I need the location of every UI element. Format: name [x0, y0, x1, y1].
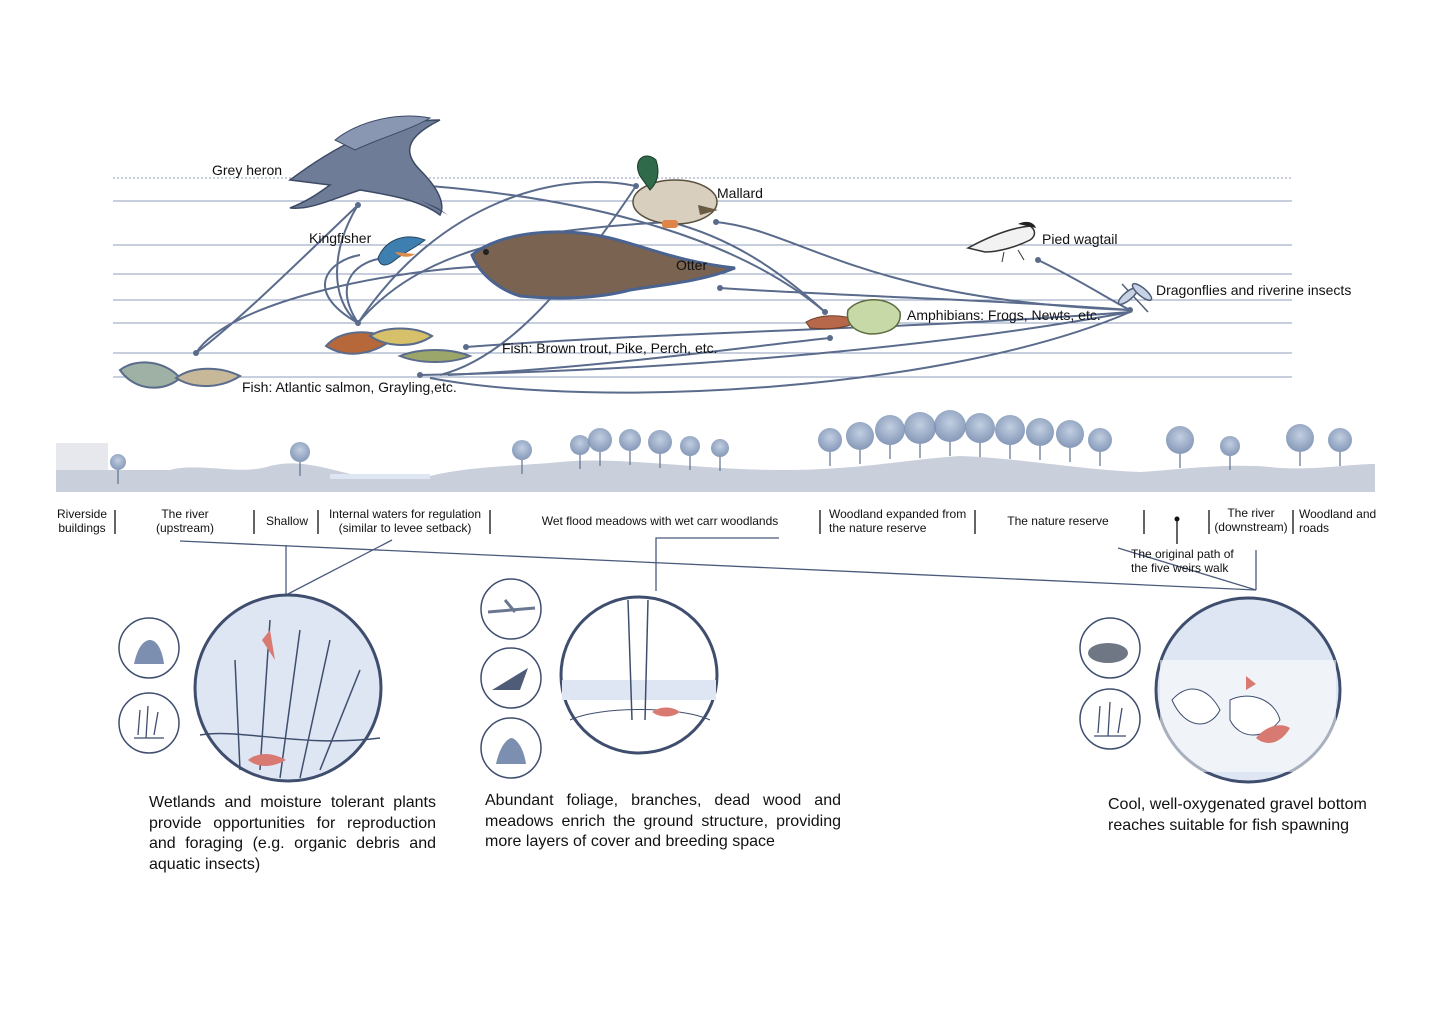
landscape-section — [56, 443, 1375, 492]
tree-crown — [619, 429, 641, 451]
label-pied-wagtail: Pied wagtail — [1042, 231, 1118, 247]
tree-crown — [512, 440, 532, 460]
tree-crown — [934, 410, 966, 442]
tree-crown — [1056, 420, 1084, 448]
fish-trout-illustration — [324, 327, 473, 363]
tree-crown — [680, 436, 700, 456]
tree-crown — [290, 442, 310, 462]
grey-heron-illustration — [288, 115, 448, 217]
amphibians-illustration — [805, 299, 901, 335]
tree-crown — [570, 435, 590, 455]
label-fish-salmon: Fish: Atlantic salmon, Grayling,etc. — [242, 379, 457, 395]
tree-crown — [995, 415, 1025, 445]
detail-gravel — [1079, 596, 1342, 784]
tree-crown — [818, 428, 842, 452]
food-web-links — [195, 181, 1131, 394]
tree-crown — [648, 430, 672, 454]
zone-river-downstream: The river(downstream) — [1214, 506, 1288, 534]
tree-crown — [1328, 428, 1352, 452]
label-otter: Otter — [676, 257, 708, 273]
tree-crown — [110, 454, 126, 470]
otter-illustration — [470, 230, 736, 300]
tree-crown — [1220, 436, 1240, 456]
tree-crown — [711, 439, 729, 457]
tree-crown — [1026, 418, 1054, 446]
label-grey-heron: Grey heron — [212, 162, 283, 178]
tree-crown — [875, 415, 905, 445]
label-amphibians: Amphibians: Frogs, Newts, etc. — [907, 307, 1101, 323]
detail-wetlands — [118, 593, 383, 783]
kingfisher-illustration — [377, 236, 426, 266]
caption-wetlands: Wetlands and moisture tolerant plants pr… — [149, 794, 436, 873]
pied-wagtail-illustration — [965, 221, 1036, 263]
detail-connectors — [179, 537, 1257, 596]
zone-separators — [114, 510, 1294, 544]
detail-foliage — [480, 578, 719, 779]
label-kingfisher: Kingfisher — [309, 230, 372, 246]
zone-river-upstream: The river(upstream) — [155, 507, 214, 535]
zone-wet-flood-meadows: Wet flood meadows with wet carr woodland… — [541, 514, 779, 528]
label-mallard: Mallard — [717, 185, 763, 201]
label-dragonflies: Dragonflies and riverine insects — [1156, 282, 1352, 298]
tree-line — [110, 410, 1352, 484]
dragonfly-illustration — [1117, 282, 1153, 313]
fish-salmon-illustration — [118, 361, 242, 389]
caption-gravel: Cool, well-oxygenated gravel bottom reac… — [1108, 796, 1367, 834]
tree-crown — [1286, 424, 1314, 452]
tree-crown — [1088, 428, 1112, 452]
zone-internal-waters: Internal waters for regulation(similar t… — [328, 507, 482, 535]
caption-foliage: Abundant foliage, branches, dead wood an… — [485, 792, 841, 850]
tree-crown — [965, 413, 995, 443]
zone-shallow: Shallow — [265, 514, 309, 528]
label-fish-trout: Fish: Brown trout, Pike, Perch, etc. — [502, 340, 718, 356]
mallard-illustration — [632, 155, 718, 228]
tree-crown — [904, 412, 936, 444]
tree-crown — [846, 422, 874, 450]
tree-crown — [588, 428, 612, 452]
zone-nature-reserve: The nature reserve — [1007, 514, 1109, 528]
tree-crown — [1166, 426, 1194, 454]
